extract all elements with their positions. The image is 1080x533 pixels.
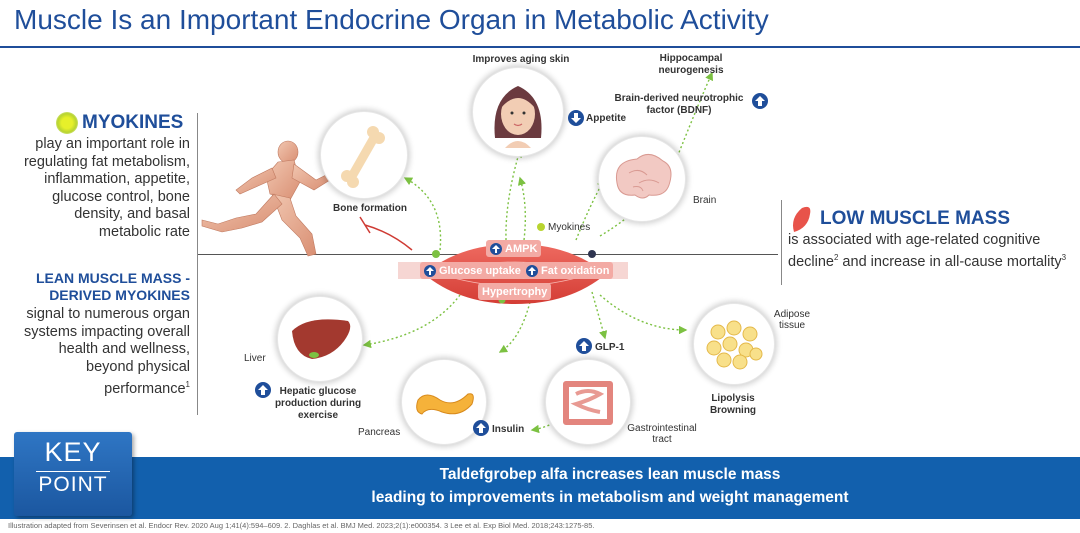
adipose-circle [693, 303, 775, 385]
low-muscle-description: is associated with age-related cognitive… [788, 232, 1067, 270]
title-divider [0, 46, 1080, 48]
lean-muscle-description: signal to numerous organ systems impacti… [12, 306, 190, 398]
myokines-heading: MYOKINES [56, 112, 183, 134]
page-title: Muscle Is an Important Endocrine Organ i… [14, 4, 769, 35]
intestine-icon [563, 381, 613, 425]
runner-figure [201, 140, 331, 257]
up-arrow-icon [576, 338, 592, 354]
up-arrow-icon [526, 264, 538, 277]
up-arrow-icon [255, 382, 271, 398]
skin-circle [472, 67, 564, 157]
ampk-label: AMPK [486, 240, 542, 257]
hippocampal-label: Hippocampal neurogenesis [658, 53, 724, 76]
pancreas-label: Pancreas [358, 427, 401, 438]
up-arrow-icon [424, 264, 436, 277]
muscle-leaf-icon [793, 206, 811, 232]
brain-label: Brain [693, 195, 717, 206]
banner-line-1: Taldefgrobep alfa increases lean muscle … [439, 466, 781, 483]
liver-circle [277, 296, 363, 382]
brain-icon [615, 154, 672, 199]
face-icon [494, 86, 542, 148]
gi-circle [545, 359, 631, 445]
lean-desc-footnote: 1 [185, 380, 190, 389]
hypertrophy-label: Hypertrophy [478, 283, 552, 300]
banner-line-2: leading to improvements in metabolism an… [371, 489, 849, 506]
key-point-banner [0, 457, 1080, 519]
myokine-dot-icon [537, 223, 545, 231]
liver-label: Liver [244, 353, 266, 364]
insulin-label: Insulin [492, 424, 525, 435]
skin-label: Improves aging skin [472, 54, 570, 65]
appetite-label: Appetite [586, 113, 626, 124]
up-arrow-icon [473, 420, 489, 436]
up-arrow-icon [490, 242, 502, 255]
key-point-line-2: POINT [38, 473, 108, 496]
key-point-line-1: KEY [44, 437, 102, 467]
lipolysis-label: Lipolysis Browning [709, 393, 757, 416]
pancreas-circle [401, 359, 487, 445]
gi-label: Gastrointestinal tract [627, 423, 697, 445]
glucose-uptake-label: Glucose uptake [420, 262, 525, 279]
fat-oxidation-label: Fat oxidation [522, 262, 614, 279]
pancreas-icon [416, 393, 474, 415]
hepatic-label: Hepatic glucose production during exerci… [274, 386, 362, 421]
brain-circle [598, 136, 686, 222]
adipose-label: Adipose tissue [773, 309, 811, 331]
bone-circle [320, 111, 408, 199]
low-muscle-heading: LOW MUSCLE MASS [790, 204, 1010, 234]
myokines-label: Myokines [548, 222, 591, 233]
key-point-badge [14, 432, 132, 516]
inhibition-line [359, 216, 413, 251]
lean-desc-text: signal to numerous organ systems impacti… [24, 306, 190, 397]
liver-icon [292, 319, 351, 359]
bone-formation-label: Bone formation [333, 203, 407, 214]
myokine-dot-icon [56, 112, 78, 134]
footnote: Illustration adapted from Severinsen et … [8, 521, 595, 530]
fat-cells-icon [706, 320, 763, 370]
glp1-label: GLP-1 [595, 342, 625, 353]
bone-icon [341, 126, 385, 188]
right-divider [781, 200, 782, 285]
myokines-description: play an important role in regulating fat… [23, 136, 190, 240]
myokines-title: MYOKINES [82, 112, 184, 133]
left-divider [197, 113, 198, 415]
lean-muscle-title: LEAN MUSCLE MASS -DERIVED MYOKINES [36, 270, 190, 303]
down-arrow-icon [568, 110, 584, 126]
key-point-divider [36, 471, 110, 472]
up-arrow-icon [752, 93, 768, 109]
bdnf-label: Brain-derived neurotrophic factor (BDNF) [614, 93, 744, 116]
low-muscle-title: LOW MUSCLE MASS [820, 208, 1010, 229]
